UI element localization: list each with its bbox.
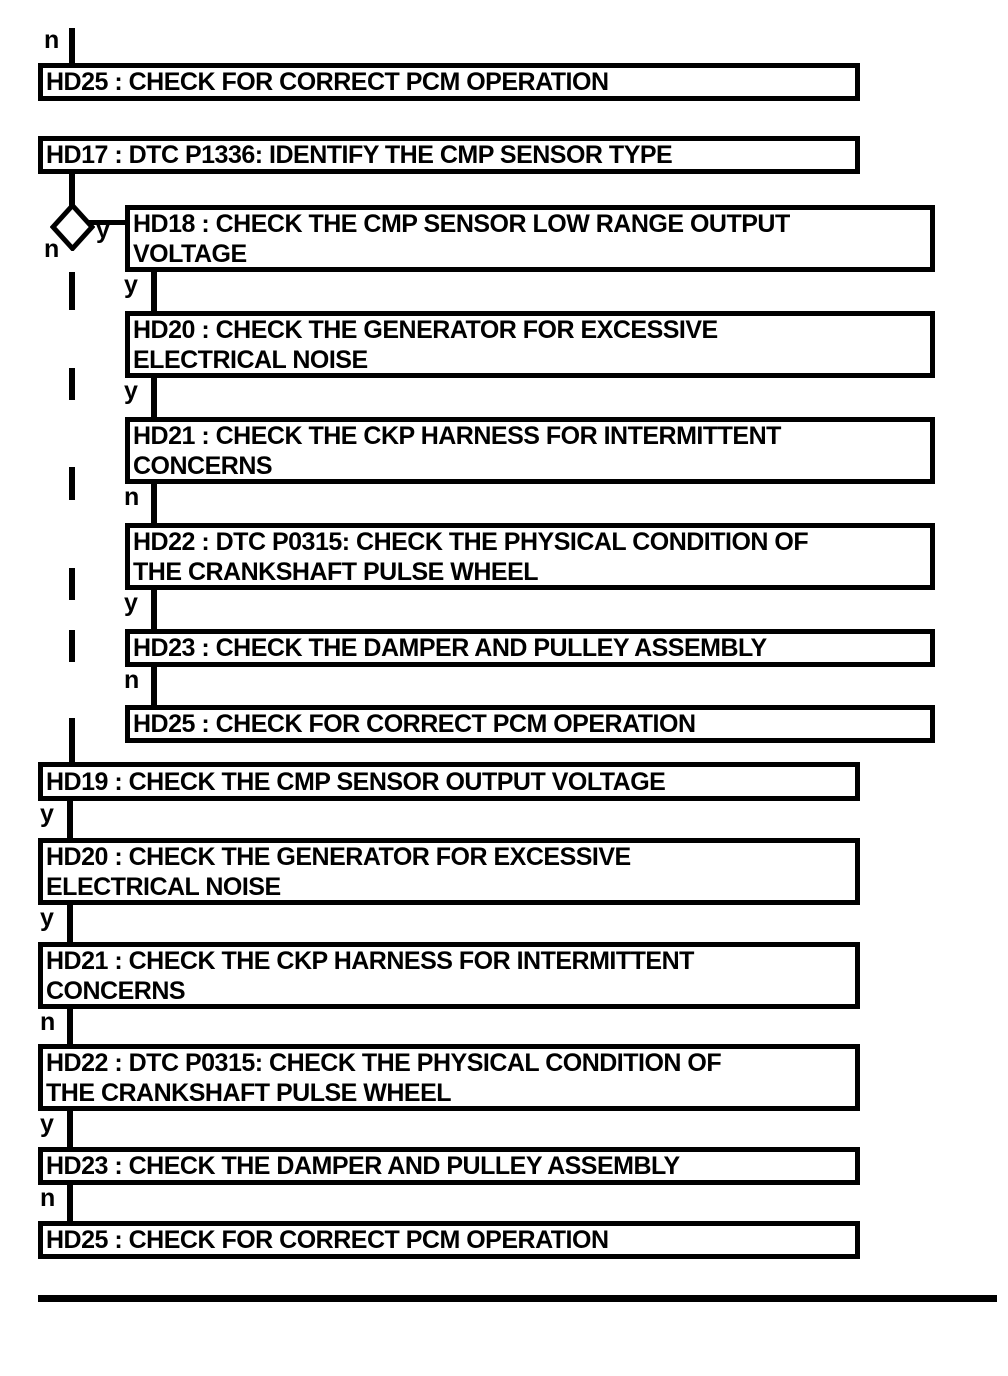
hd17-to-decision-line (69, 174, 75, 207)
flow-box-hd17: HD17 : DTC P1336: IDENTIFY THE CMP SENSO… (38, 136, 860, 174)
connector-line (67, 801, 73, 838)
flow-box-text: HD18 : CHECK THE CMP SENSOR LOW RANGE OU… (133, 209, 790, 238)
flow-box-text: CONCERNS (133, 451, 273, 480)
flow-box-text: THE CRANKSHAFT PULSE WHEEL (46, 1078, 452, 1107)
flow-box-text: VOLTAGE (133, 239, 247, 268)
connector-line (151, 484, 157, 523)
flow-box-text: HD23 : CHECK THE DAMPER AND PULLEY ASSEM… (133, 634, 767, 662)
branch-label-hd23-no-out: n (40, 1184, 55, 1212)
no-branch-dash (69, 630, 75, 662)
branch-label-hd22-no-out: y (40, 1110, 54, 1138)
flow-box-hd22-yes: HD22 : DTC P0315: CHECK THE PHYSICAL CON… (125, 523, 935, 590)
connector-line (67, 1185, 73, 1221)
no-branch-dash (69, 568, 75, 600)
connector-line (151, 378, 157, 417)
flow-box-hd19: HD19 : CHECK THE CMP SENSOR OUTPUT VOLTA… (38, 762, 860, 801)
flow-box-hd25-top: HD25 : CHECK FOR CORRECT PCM OPERATION (38, 63, 860, 101)
flow-box-hd18: HD18 : CHECK THE CMP SENSOR LOW RANGE OU… (125, 205, 935, 272)
flow-box-text: CONCERNS (46, 976, 186, 1005)
branch-label-hd22-out: y (124, 589, 138, 617)
no-branch-dash (69, 718, 75, 763)
flow-box-text: HD19 : CHECK THE CMP SENSOR OUTPUT VOLTA… (46, 767, 666, 796)
branch-label-hd21-no-out: n (40, 1008, 55, 1036)
flow-box-text: HD22 : DTC P0315: CHECK THE PHYSICAL CON… (46, 1048, 722, 1077)
flow-box-text: ELECTRICAL NOISE (133, 345, 368, 374)
decision-yes-line (89, 220, 127, 225)
decision-no-label: n (44, 235, 59, 263)
branch-label-hd20-no-out: y (40, 904, 54, 932)
flow-box-hd23-no: HD23 : CHECK THE DAMPER AND PULLEY ASSEM… (38, 1147, 860, 1185)
flow-box-text: HD25 : CHECK FOR CORRECT PCM OPERATION (133, 710, 696, 738)
flow-box-text: HD20 : CHECK THE GENERATOR FOR EXCESSIVE (46, 842, 631, 871)
branch-label-hd20-out: y (124, 377, 138, 405)
flow-box-hd20-no: HD20 : CHECK THE GENERATOR FOR EXCESSIVE… (38, 838, 860, 905)
flow-box-text: THE CRANKSHAFT PULSE WHEEL (133, 557, 539, 586)
flow-box-hd20-yes: HD20 : CHECK THE GENERATOR FOR EXCESSIVE… (125, 311, 935, 378)
connector-line (67, 905, 73, 942)
flow-box-text: HD23 : CHECK THE DAMPER AND PULLEY ASSEM… (46, 1152, 680, 1180)
connector-line (151, 272, 157, 311)
entry-no-label: n (44, 26, 59, 54)
entry-connector-line (69, 28, 75, 63)
flow-box-text: HD21 : CHECK THE CKP HARNESS FOR INTERMI… (133, 421, 781, 450)
decision-yes-label: y (96, 216, 110, 244)
page-divider-rule (38, 1295, 997, 1302)
flow-box-hd21-no: HD21 : CHECK THE CKP HARNESS FOR INTERMI… (38, 942, 860, 1009)
flow-box-text: HD20 : CHECK THE GENERATOR FOR EXCESSIVE (133, 315, 718, 344)
flow-box-hd22-no: HD22 : DTC P0315: CHECK THE PHYSICAL CON… (38, 1044, 860, 1111)
flow-box-text: HD25 : CHECK FOR CORRECT PCM OPERATION (46, 68, 609, 96)
decision-diamond (50, 203, 95, 251)
flow-box-hd21-yes: HD21 : CHECK THE CKP HARNESS FOR INTERMI… (125, 417, 935, 484)
branch-label-hd21-out: n (124, 483, 139, 511)
flow-box-hd23-yes: HD23 : CHECK THE DAMPER AND PULLEY ASSEM… (125, 629, 935, 667)
branch-label-hd19-out: y (40, 800, 54, 828)
flow-box-text: HD22 : DTC P0315: CHECK THE PHYSICAL CON… (133, 527, 809, 556)
flow-box-text: ELECTRICAL NOISE (46, 872, 281, 901)
flow-box-text: HD25 : CHECK FOR CORRECT PCM OPERATION (46, 1226, 609, 1254)
branch-label-hd23-out: n (124, 666, 139, 694)
connector-line (67, 1111, 73, 1147)
connector-line (151, 667, 157, 705)
branch-label-hd18-out: y (124, 271, 138, 299)
no-branch-dash (69, 467, 75, 500)
no-branch-dash (69, 368, 75, 400)
connector-line (151, 590, 157, 629)
no-branch-dash (69, 272, 75, 310)
flow-box-hd25-yes: HD25 : CHECK FOR CORRECT PCM OPERATION (125, 705, 935, 743)
flow-box-text: HD17 : DTC P1336: IDENTIFY THE CMP SENSO… (46, 141, 673, 169)
flow-box-text: HD21 : CHECK THE CKP HARNESS FOR INTERMI… (46, 946, 694, 975)
connector-line (67, 1009, 73, 1044)
flow-box-hd25-no: HD25 : CHECK FOR CORRECT PCM OPERATION (38, 1221, 860, 1259)
